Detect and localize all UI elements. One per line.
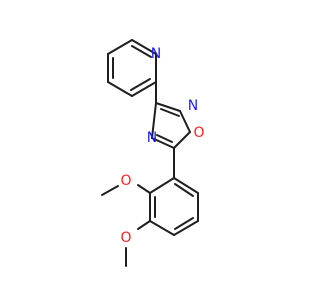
bond	[149, 177, 175, 194]
bond	[137, 220, 151, 230]
bond	[173, 177, 199, 194]
bond-double-inner	[130, 78, 151, 91]
pyridine-nitrogen-label: N	[151, 46, 161, 62]
methoxy-groups	[101, 184, 151, 267]
bond	[173, 131, 191, 149]
bond	[179, 110, 191, 133]
methoxy-oxygen-label: O	[120, 173, 131, 189]
oxadiazole-oxygen-label: O	[193, 125, 204, 141]
bond-double-inner	[131, 45, 152, 58]
bond	[107, 81, 133, 97]
oxadiazole-nitrogen-label: N	[147, 130, 157, 146]
bond	[137, 184, 151, 194]
bond	[149, 220, 175, 236]
molecule-canvas: N N O N O O	[101, 39, 205, 267]
bond	[155, 102, 181, 112]
bond-double-inner	[174, 217, 194, 230]
bond	[151, 137, 175, 149]
oxadiazole-nitrogen-label: N	[188, 98, 198, 114]
bond-double-inner	[160, 108, 180, 117]
pyridine-ring	[107, 39, 157, 97]
bond	[101, 185, 119, 196]
atom-labels: N N O N O O	[120, 46, 204, 246]
bond-double-inner	[156, 134, 173, 143]
bond	[131, 81, 157, 97]
oxadiazole-ring	[151, 102, 191, 149]
methoxy-oxygen-label: O	[120, 230, 131, 246]
benzene-ring	[149, 177, 199, 236]
bond-double-inner	[174, 183, 194, 197]
bond	[131, 39, 157, 55]
bond	[107, 39, 133, 55]
molecule-diagram: N N O N O O	[101, 39, 205, 267]
bond	[151, 102, 157, 139]
bond	[173, 220, 199, 236]
